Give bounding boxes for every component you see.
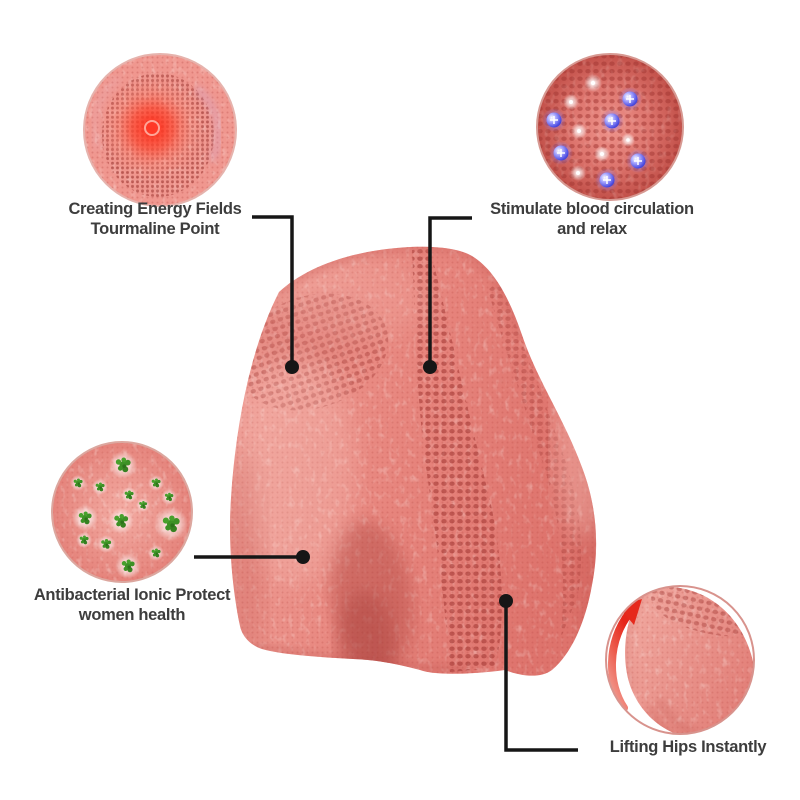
- waistband: [275, 246, 527, 337]
- sparkle-dots: [563, 74, 635, 181]
- ion-beads: [542, 87, 650, 192]
- feature-label-antibacterial: Antibacterial Ionic Protect women health: [11, 586, 253, 625]
- mesh-panel-center: [412, 248, 502, 672]
- callout-connectors: [194, 215, 578, 752]
- shorts-product-image: [230, 246, 597, 676]
- energy-arc: [194, 86, 221, 161]
- label-line: and relax: [557, 219, 627, 238]
- anion-particles: [70, 451, 188, 579]
- callout-dot-tourmaline: [285, 360, 299, 374]
- circle-ring: [605, 585, 755, 735]
- tourmaline-point: [145, 121, 159, 135]
- label-line: Creating Energy Fields: [68, 200, 242, 218]
- callout-line-lifting: [504, 601, 578, 752]
- label-line: Antibacterial Ionic Protect: [33, 586, 231, 604]
- callout-dot-lifting: [499, 594, 513, 608]
- callout-line-circulation: [428, 216, 472, 367]
- callout-dot-circulation: [423, 360, 437, 374]
- callout-dot-antibacterial: [296, 550, 310, 564]
- feature-label-circulation: Stimulate blood circulation and relax: [476, 200, 708, 239]
- tourmaline-detail-circle: [83, 53, 237, 207]
- circle-ring: [51, 441, 193, 583]
- label-line: women health: [78, 605, 186, 624]
- label-line: Lifting Hips Instantly: [609, 738, 767, 756]
- circulation-detail-circle: [536, 53, 684, 201]
- label-line: Tourmaline Point: [90, 219, 220, 238]
- label-line: Stimulate blood circulation: [490, 200, 694, 218]
- circle-ring: [536, 53, 684, 201]
- lifting-detail-circle: [605, 585, 755, 735]
- feature-label-tourmaline: Creating Energy Fields Tourmaline Point: [35, 200, 275, 239]
- antibacterial-detail-circle: [51, 441, 193, 583]
- feature-label-lifting: Lifting Hips Instantly: [578, 738, 798, 758]
- circle-ring: [83, 53, 237, 207]
- callout-line-tourmaline: [252, 215, 294, 367]
